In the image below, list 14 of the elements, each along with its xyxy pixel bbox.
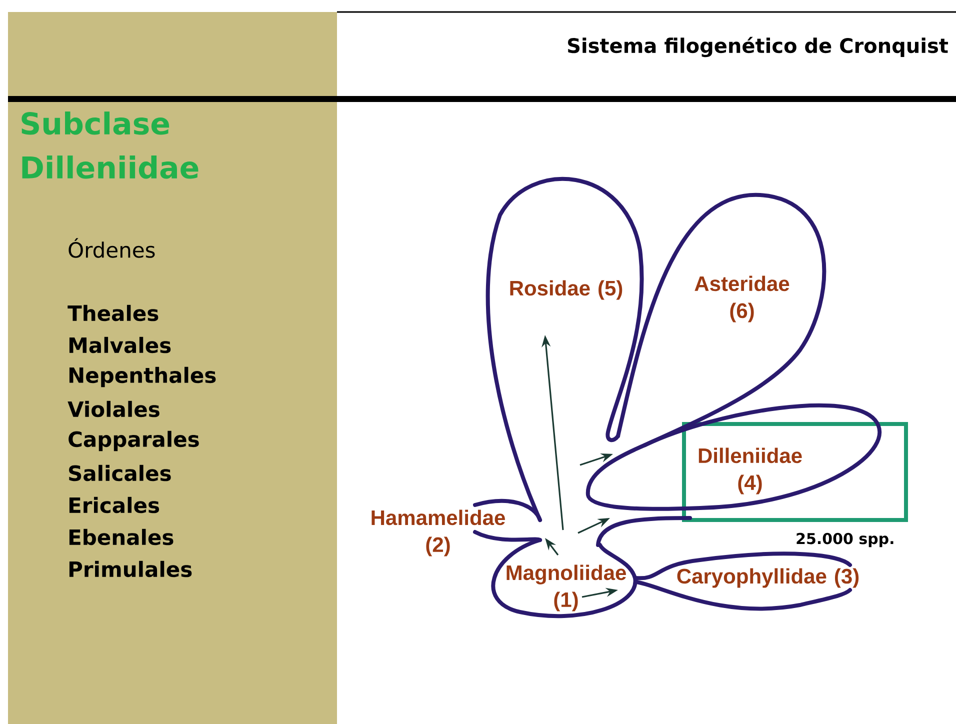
- order-name: Capparales: [68, 430, 199, 452]
- order-name: Ericales: [69, 496, 160, 514]
- species-count: 25.000 spp.: [796, 532, 894, 548]
- title: Sistema filogenético de Cronquist: [568, 36, 948, 58]
- lobe-shape: Dilleniidae (4): [586, 403, 882, 511]
- order-name: Nepenthales: [69, 366, 216, 388]
- order-name: Ebenales: [69, 528, 174, 546]
- order-name: Primulales: [69, 560, 192, 578]
- order-name: Violales: [68, 400, 160, 418]
- order-name: Malvales: [69, 336, 171, 354]
- heading: Subclase Dilleniidae: [22, 112, 198, 179]
- order-name: Theales: [68, 304, 158, 322]
- subheading: Órdenes: [68, 238, 155, 258]
- order-name: Salicales: [69, 464, 171, 482]
